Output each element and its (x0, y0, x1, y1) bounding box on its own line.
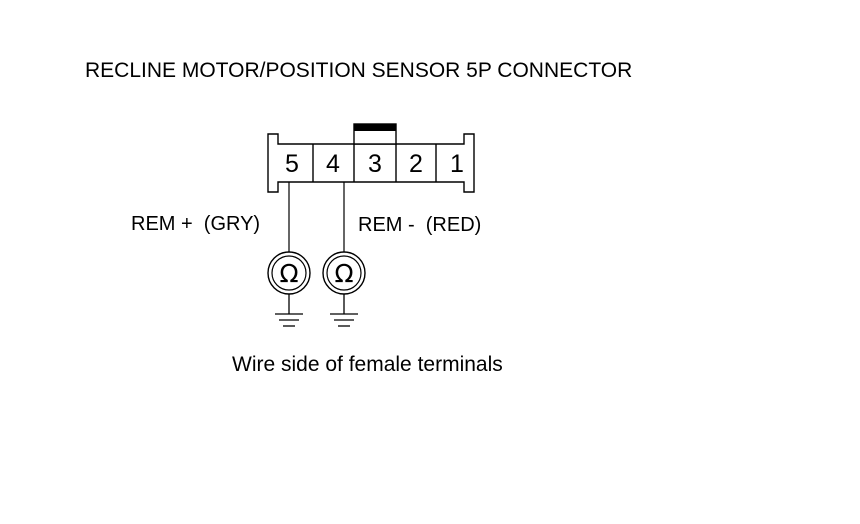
pin-3-label: 3 (368, 150, 382, 178)
ohmmeter-icon: Ω (267, 251, 311, 295)
ground-icon (330, 294, 358, 327)
pin-4-label: 4 (326, 150, 340, 178)
diagram-caption: Wire side of female terminals (232, 353, 503, 376)
ground-icon (275, 294, 303, 327)
ohmmeter-icon: Ω (322, 251, 366, 295)
ohm-symbol: Ω (334, 259, 353, 288)
probe-label-rem-plus: REM + (GRY) (131, 213, 260, 235)
connector-housing (267, 133, 475, 193)
connector-lock-tab (353, 123, 397, 145)
probe-label-rem-minus: REM - (RED) (358, 214, 481, 236)
pin-2-label: 2 (409, 150, 423, 178)
pin-1-label: 1 (450, 150, 464, 178)
pin-5-label: 5 (285, 150, 299, 178)
ohm-symbol: Ω (279, 259, 298, 288)
diagram-title: RECLINE MOTOR/POSITION SENSOR 5P CONNECT… (85, 59, 632, 82)
